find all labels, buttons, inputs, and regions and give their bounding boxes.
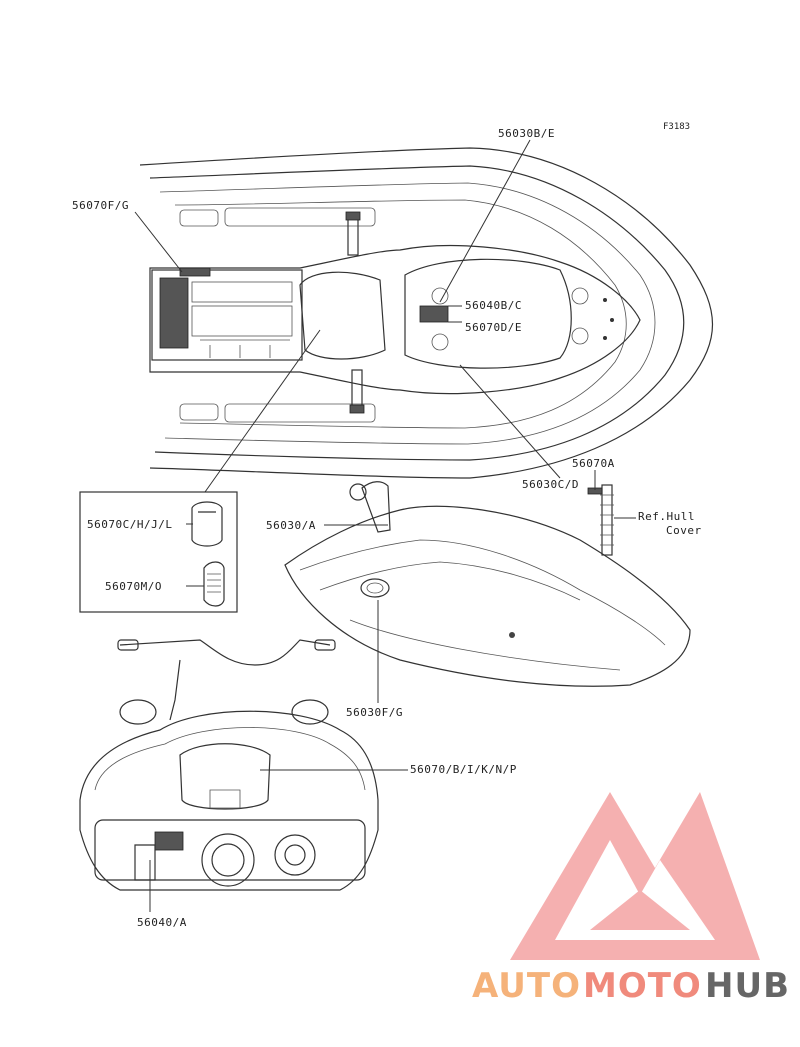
callout-56070-b-i-k-n-p: 56070/B/I/K/N/P xyxy=(410,763,517,776)
callout-56070m-o: 56070M/O xyxy=(105,580,162,593)
callout-56070d-e: 56070D/E xyxy=(465,321,522,334)
inset-box xyxy=(79,491,238,613)
figure-ref: F3183 xyxy=(663,122,690,132)
hull-cover-strip xyxy=(587,484,614,556)
callout-56070f-g: 56070F/G xyxy=(72,199,129,212)
callout-56030c-d: 56030C/D xyxy=(522,478,579,491)
leader-lines xyxy=(134,139,636,912)
callout-56030b-e: 56030B/E xyxy=(498,127,555,140)
callout-56040-a: 56040/A xyxy=(137,916,187,929)
callout-56030-a: 56030/A xyxy=(266,519,316,532)
hull-side-view xyxy=(284,481,691,687)
hull-top-view xyxy=(139,147,714,479)
callout-56040b-c: 56040B/C xyxy=(465,299,522,312)
watermark-logo xyxy=(510,792,760,960)
watermark-moto: MOTO xyxy=(583,966,702,1006)
watermark-auto: AUTO xyxy=(472,966,581,1006)
ref-note-line2: Cover xyxy=(666,524,702,537)
callout-56070c-h-j-l: 56070C/H/J/L xyxy=(87,518,172,531)
watermark-hub: HUB xyxy=(705,966,790,1006)
ref-note-line1: Ref.Hull xyxy=(638,510,695,523)
callout-56030f-g: 56030F/G xyxy=(346,706,403,719)
callout-56070a: 56070A xyxy=(572,457,615,470)
rear-view xyxy=(79,639,379,891)
